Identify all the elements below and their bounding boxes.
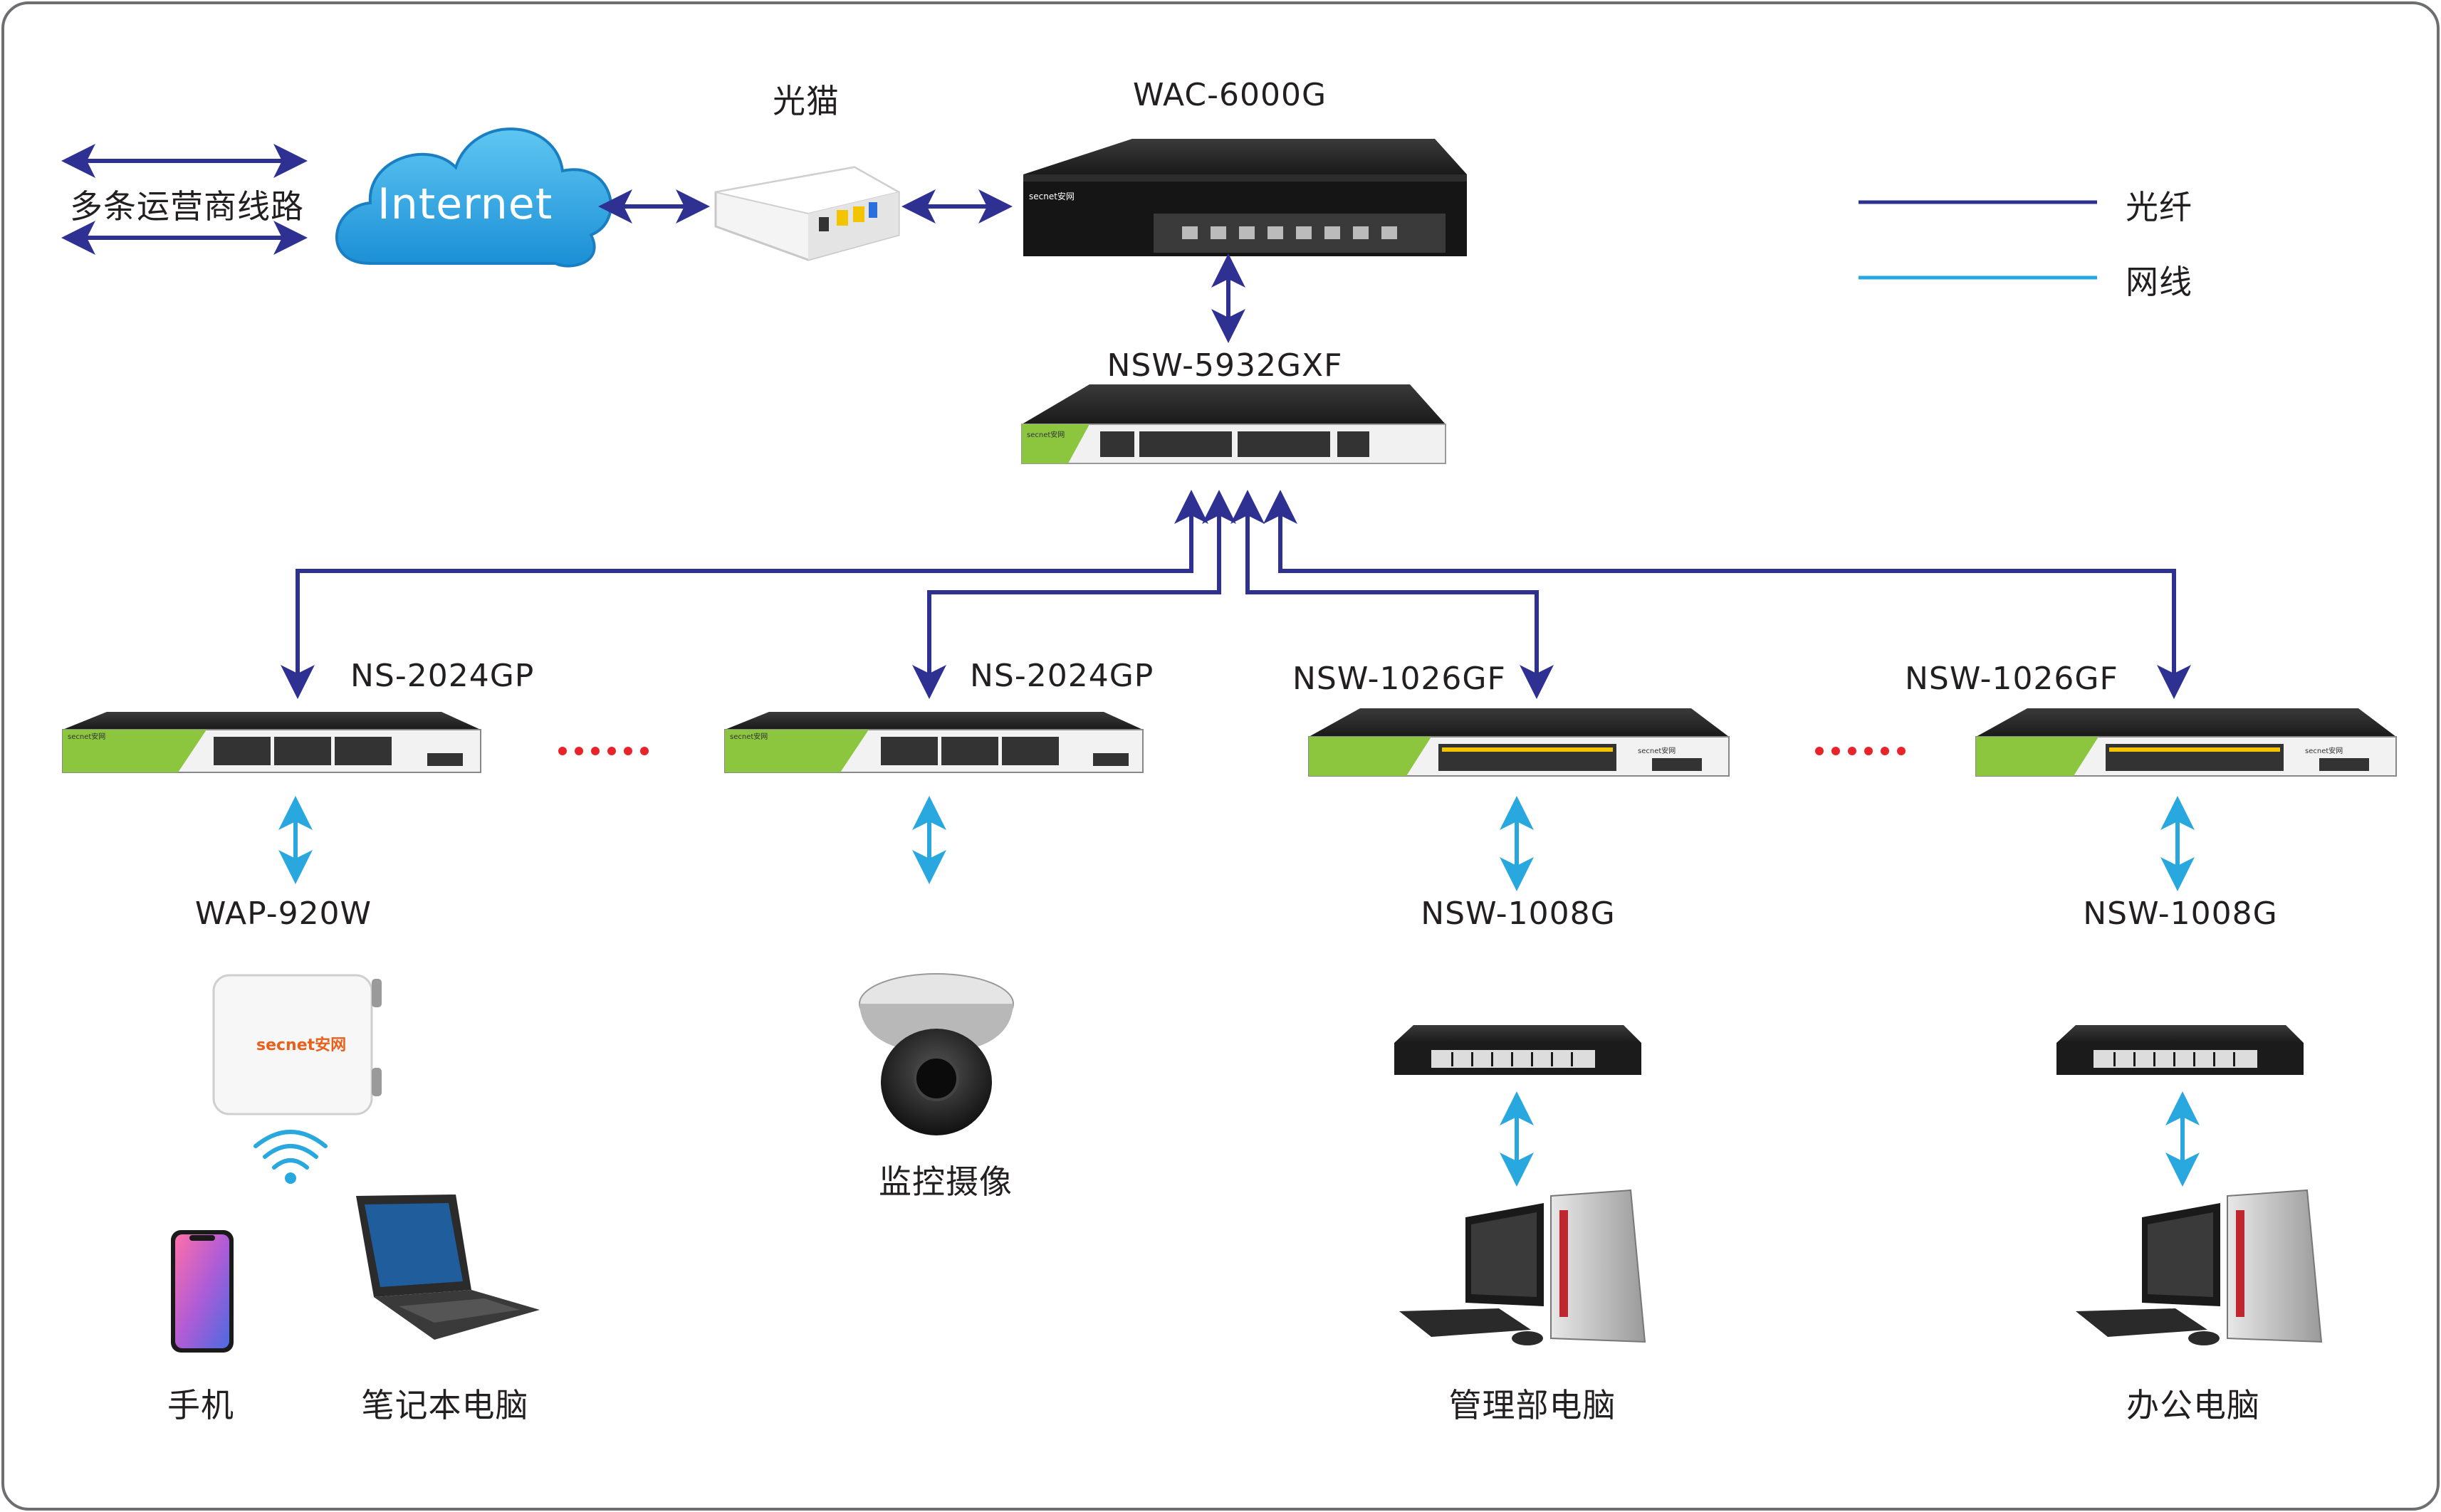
core-switch-brand-text: secnet安网 — [1027, 430, 1065, 439]
access-switch-2-label: NS-2024GP — [970, 658, 1154, 694]
legend-cable-label: 网线 — [2126, 263, 2192, 301]
access-switch-1-label: NS-2024GP — [350, 658, 535, 694]
access-switch-4-icon: secnet安网 — [1975, 708, 2397, 777]
core-switch-label: NSW-5932GXF — [1107, 347, 1343, 384]
ap-label: WAP-920W — [194, 896, 372, 932]
onu-label: 光猫 — [773, 82, 840, 120]
access-switch-2-icon: secnet安网 — [724, 712, 1144, 773]
gateway-device-icon: secnet安网 — [1023, 139, 1467, 256]
access-switch-3-brand: secnet安网 — [1638, 746, 1676, 755]
laptop-icon — [356, 1195, 540, 1340]
mgmt-pc-icon — [1399, 1189, 1646, 1345]
access-switch-3-icon: secnet安网 — [1308, 708, 1730, 777]
phone-label: 手机 — [167, 1386, 234, 1424]
access-switch-1-brand: secnet安网 — [68, 732, 105, 741]
ap-brand-text: secnet安网 — [256, 1036, 346, 1054]
wifi-icon — [253, 1130, 328, 1184]
carrier-lines-label: 多条运营商线路 — [70, 187, 304, 226]
legend-fiber-label: 光纤 — [2126, 188, 2192, 226]
core-switch-icon: secnet安网 — [1021, 384, 1446, 464]
internet-cloud-icon — [335, 127, 612, 268]
access-switch-4-label: NSW-1026GF — [1905, 661, 2118, 697]
switch-a-label: NSW-1008G — [1421, 896, 1616, 932]
onu-device-icon — [714, 166, 901, 261]
access-switch-4-brand: secnet安网 — [2305, 746, 2343, 755]
more-switches-dots-left — [558, 747, 649, 755]
access-switch-1-icon: secnet安网 — [62, 712, 481, 773]
office-pc-icon — [2076, 1189, 2323, 1345]
switch-a-icon — [1394, 1025, 1641, 1075]
more-switches-dots-right — [1815, 747, 1906, 755]
gateway-label: WAC-6000G — [1132, 77, 1327, 113]
laptop-label: 笔记本电脑 — [361, 1386, 529, 1424]
access-switch-3-label: NSW-1026GF — [1292, 661, 1506, 697]
cable-links — [278, 796, 2200, 1187]
ap-device-icon: secnet安网 — [212, 974, 382, 1115]
camera-icon — [859, 973, 1014, 1135]
phone-icon — [171, 1230, 234, 1353]
gateway-brand-text: secnet安网 — [1029, 191, 1075, 201]
core-to-access-links — [281, 490, 2191, 699]
camera-label: 监控摄像 — [879, 1162, 1013, 1201]
mgmt-pc-label: 管理部电脑 — [1448, 1386, 1616, 1424]
switch-b-icon — [2056, 1025, 2304, 1075]
switch-b-label: NSW-1008G — [2083, 896, 2278, 932]
office-pc-label: 办公电脑 — [2126, 1386, 2260, 1424]
internet-label: Internet — [377, 179, 553, 229]
access-switch-2-brand: secnet安网 — [730, 732, 768, 741]
